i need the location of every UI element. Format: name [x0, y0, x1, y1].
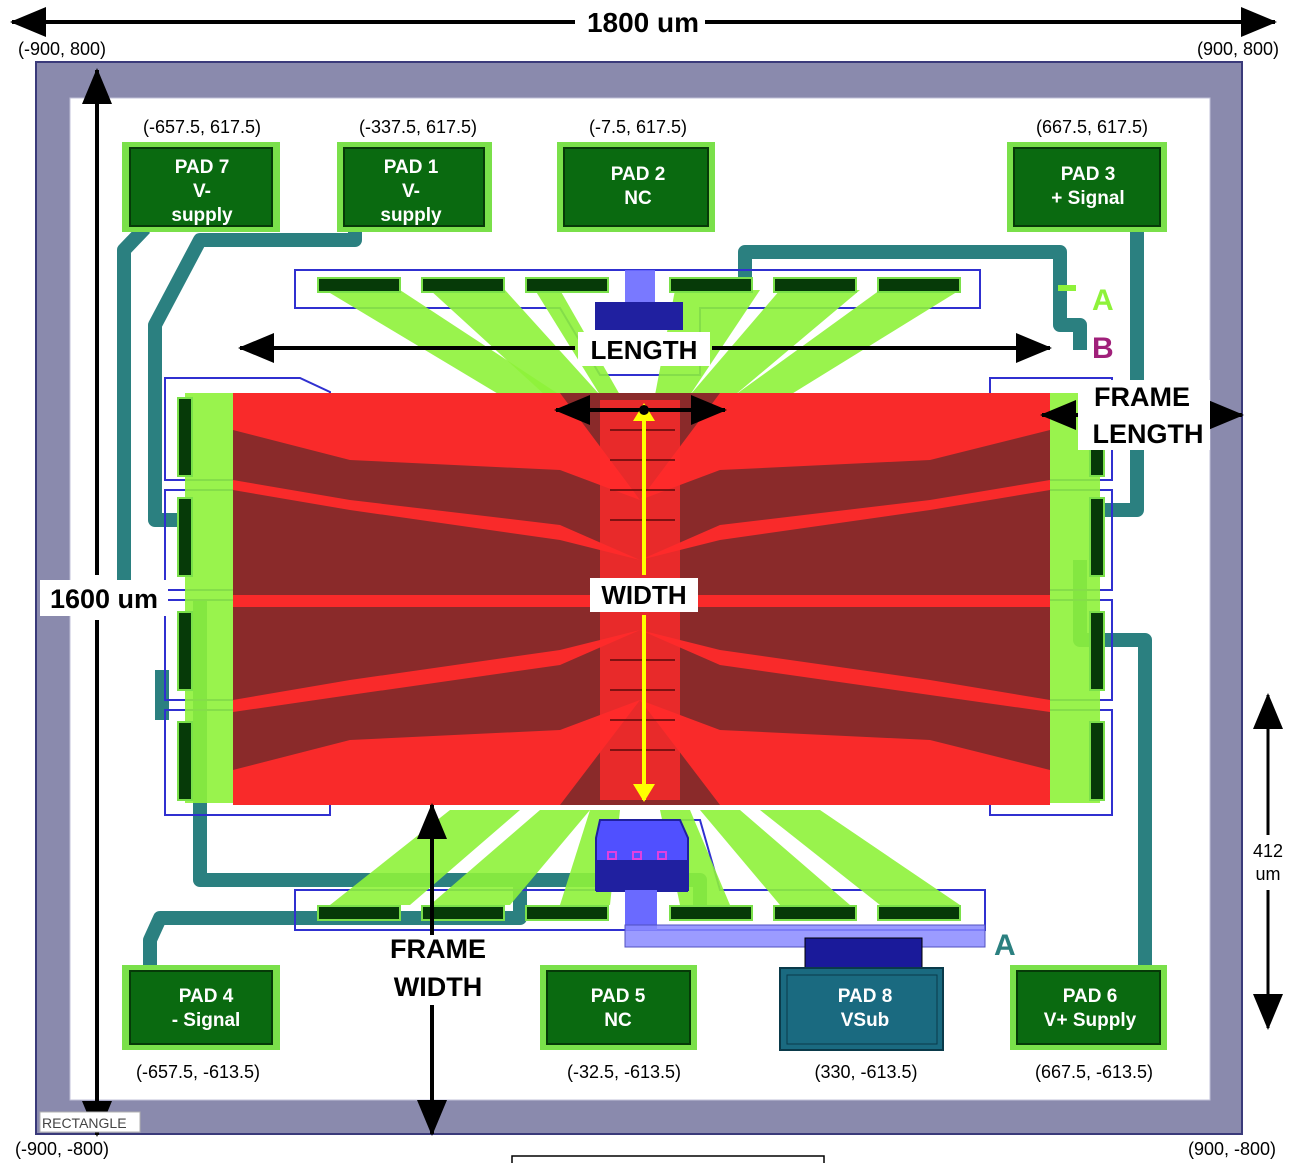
pad-4-coord: (-657.5, -613.5) [136, 1062, 260, 1082]
corner-top-left: (-900, 800) [18, 39, 106, 59]
pad-6-name: PAD 6 [1063, 986, 1118, 1007]
pad-7-signal-2: supply [171, 205, 233, 226]
pad-span-value: 412 [1253, 841, 1283, 861]
substrate-contacts [595, 270, 986, 948]
sensor-active-area [233, 393, 1050, 805]
pad-5: PAD 5 NC (-32.5, -613.5) [540, 965, 697, 1082]
pad-7: PAD 7 V- supply (-657.5, 617.5) [122, 117, 280, 232]
frame-length-dimension: FRAME LENGTH [1040, 380, 1244, 450]
pad-6: PAD 6 V+ Supply (667.5, -613.5) [1010, 965, 1167, 1082]
layer-glyph-a: A [1092, 284, 1114, 317]
pad-7-coord: (-657.5, 617.5) [143, 117, 261, 137]
pad-5-coord: (-32.5, -613.5) [567, 1062, 681, 1082]
pad-4: PAD 4 - Signal (-657.5, -613.5) [122, 965, 280, 1082]
pad-7-name: PAD 7 [175, 157, 230, 178]
frame-width-dimension: FRAME WIDTH [370, 803, 500, 1136]
pad-4-signal: - Signal [172, 1010, 241, 1031]
pad-1-coord: (-337.5, 617.5) [359, 117, 477, 137]
rectangle-label: RECTANGLE [42, 1115, 127, 1131]
pad-3-name: PAD 3 [1061, 164, 1116, 185]
pad-3-signal: + Signal [1051, 188, 1124, 209]
bottom-bracket [511, 1155, 825, 1163]
pad-1-signal: V- [402, 181, 420, 202]
frame-length-label-1: FRAME [1094, 382, 1190, 412]
pad-span-unit: um [1255, 864, 1280, 884]
pad-4-name: PAD 4 [179, 986, 234, 1007]
frame-width-label-2: WIDTH [394, 972, 482, 1002]
corner-bottom-left: (-900, -800) [15, 1139, 109, 1159]
pad-3-coord: (667.5, 617.5) [1036, 117, 1148, 137]
pad-1-signal-2: supply [380, 205, 442, 226]
pad-2-name: PAD 2 [611, 164, 666, 185]
corner-bottom-right: (900, -800) [1188, 1139, 1276, 1159]
pad-1: PAD 1 V- supply (-337.5, 617.5) [337, 117, 492, 232]
pad-5-name: PAD 5 [591, 986, 646, 1007]
width-label: WIDTH [601, 580, 686, 610]
overall-width-dimension: 1800 um [10, 7, 1277, 38]
layer-markers: A B A [994, 284, 1114, 962]
overall-height-label: 1600 um [50, 584, 158, 614]
pad-7-signal: V- [193, 181, 211, 202]
pad-span-dimension: 412 um [1253, 693, 1283, 1030]
pad-2: PAD 2 NC (-7.5, 617.5) [557, 117, 715, 232]
corner-top-right: (900, 800) [1197, 39, 1279, 59]
layer-glyph-b: B [1092, 332, 1114, 365]
pad-8-name: PAD 8 [838, 986, 893, 1007]
frame-length-label-2: LENGTH [1093, 419, 1204, 449]
pad-8-signal: VSub [841, 1010, 890, 1031]
width-dimension: WIDTH [590, 403, 698, 802]
length-label: LENGTH [591, 335, 698, 365]
length-dimension: LENGTH [238, 332, 1052, 366]
rectangle-tag: RECTANGLE [39, 1111, 141, 1133]
pad-5-signal: NC [604, 1010, 632, 1031]
pad-6-coord: (667.5, -613.5) [1035, 1062, 1153, 1082]
pad-2-coord: (-7.5, 617.5) [589, 117, 687, 137]
overall-width-label: 1800 um [587, 7, 699, 38]
pad-1-name: PAD 1 [384, 157, 439, 178]
frame-width-label-1: FRAME [390, 934, 486, 964]
bond-fingers [177, 277, 1105, 921]
pad-8: PAD 8 VSub (330, -613.5) [779, 937, 944, 1082]
pad-8-coord: (330, -613.5) [814, 1062, 917, 1082]
layer-glyph-a2: A [994, 929, 1016, 962]
pad-2-signal: NC [624, 188, 652, 209]
pad-6-signal: V+ Supply [1044, 1010, 1137, 1031]
pad-3: PAD 3 + Signal (667.5, 617.5) [1007, 117, 1167, 232]
overall-height-dimension: 1600 um [40, 68, 168, 1137]
